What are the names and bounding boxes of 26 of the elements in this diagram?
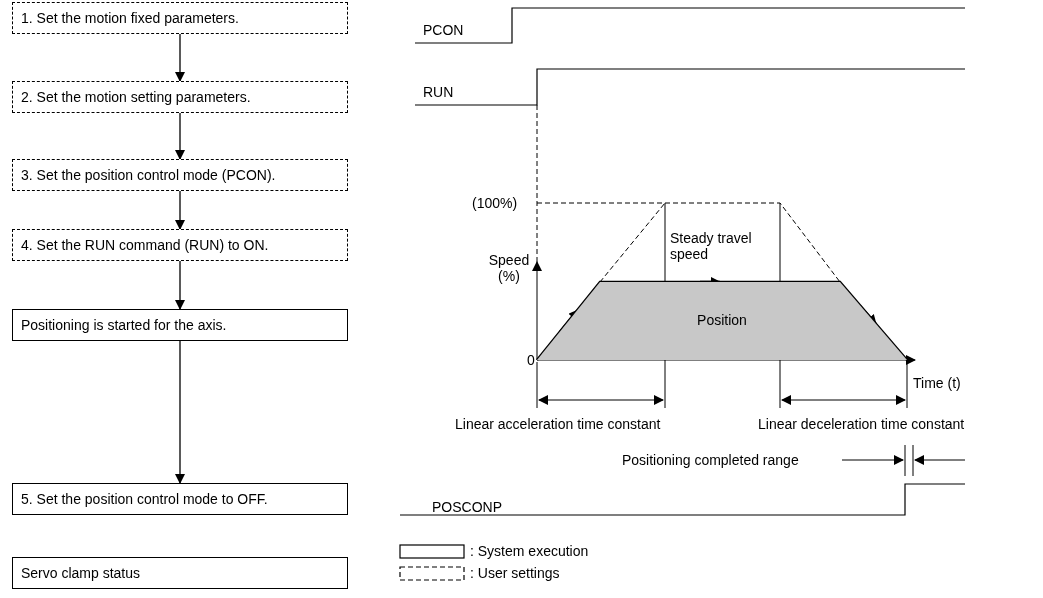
arrow [175, 33, 185, 82]
dimension-label: Linear acceleration time constant [455, 416, 661, 432]
legend-text: : User settings [470, 565, 560, 581]
system-execution-box: 5. Set the position control mode to OFF. [12, 483, 348, 515]
system-execution-box: Positioning is started for the axis. [12, 309, 348, 341]
axis-label: Time (t) [913, 375, 961, 391]
user-setting-box: 1. Set the motion fixed parameters. [12, 2, 348, 34]
axis-label: 0 [527, 352, 535, 368]
axis-label: Speed (%) [488, 252, 530, 284]
arrow [175, 190, 185, 230]
user-setting-box: 4. Set the RUN command (RUN) to ON. [12, 229, 348, 261]
user-setting-box: 2. Set the motion setting parameters. [12, 81, 348, 113]
position-area: Position [537, 282, 907, 360]
legend-text: : System execution [470, 543, 589, 559]
signal-name: POSCONP [432, 499, 502, 515]
signal-name: PCON [423, 22, 464, 38]
user-setting-box: 3. Set the position control mode (PCON). [12, 159, 348, 191]
signal-name: RUN [423, 84, 454, 100]
arrow [175, 340, 185, 484]
arrow [175, 260, 185, 310]
system-execution-box: Servo clamp status [12, 557, 348, 589]
arrow [175, 112, 185, 160]
dimension-label: Positioning completed range [622, 452, 799, 468]
dimension-label: Linear deceleration time constant [758, 416, 965, 432]
annotation: Steady travel speed [670, 230, 753, 262]
axis-label: (100%) [472, 195, 518, 211]
